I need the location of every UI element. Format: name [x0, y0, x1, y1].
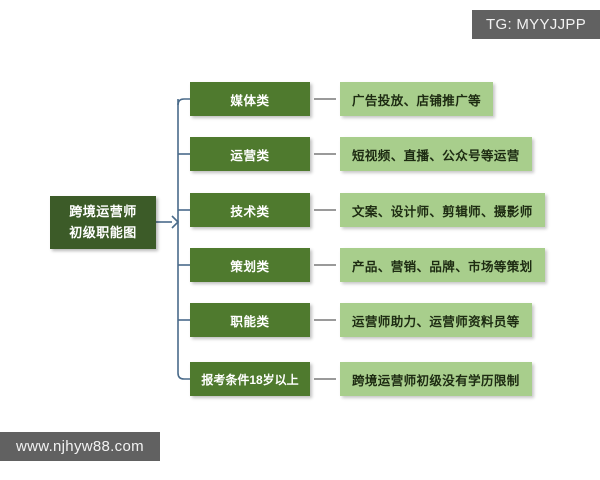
branch-row: 技术类 文案、设计师、剪辑师、摄影师 [190, 193, 545, 227]
description-box-planning[interactable]: 产品、营销、品牌、市场等策划 [340, 248, 545, 282]
root-node[interactable]: 跨境运营师 初级职能图 [50, 196, 156, 249]
dash-connector-icon [310, 303, 340, 337]
root-node-line-1: 跨境运营师 [69, 204, 137, 220]
description-box-operations[interactable]: 短视频、直播、公众号等运营 [340, 137, 532, 171]
dash-connector-icon [310, 193, 340, 227]
category-box-functional[interactable]: 职能类 [190, 303, 310, 337]
description-box-media[interactable]: 广告投放、店铺推广等 [340, 82, 494, 116]
branch-row: 策划类 产品、营销、品牌、市场等策划 [190, 248, 545, 282]
category-box-operations[interactable]: 运营类 [190, 137, 310, 171]
dash-connector-icon [310, 137, 340, 171]
category-box-eligibility[interactable]: 报考条件18岁以上 [190, 362, 310, 396]
category-box-planning[interactable]: 策划类 [190, 248, 310, 282]
branch-row: 职能类 运营师助力、运营师资料员等 [190, 303, 532, 337]
description-box-functional[interactable]: 运营师助力、运营师资料员等 [340, 303, 532, 337]
root-node-line-2: 初级职能图 [69, 224, 137, 240]
watermark-bottom-left: www.njhyw88.com [0, 432, 160, 461]
watermark-top-right: TG: MYYJJPP [472, 10, 600, 39]
branch-row: 报考条件18岁以上 跨境运营师初级没有学历限制 [190, 362, 532, 396]
dash-connector-icon [310, 82, 340, 116]
description-box-technical[interactable]: 文案、设计师、剪辑师、摄影师 [340, 193, 545, 227]
dash-connector-icon [310, 248, 340, 282]
dash-connector-icon [310, 362, 340, 396]
branch-row: 媒体类 广告投放、店铺推广等 [190, 82, 494, 116]
category-box-technical[interactable]: 技术类 [190, 193, 310, 227]
branch-row: 运营类 短视频、直播、公众号等运营 [190, 137, 532, 171]
description-box-eligibility[interactable]: 跨境运营师初级没有学历限制 [340, 362, 532, 396]
category-box-media[interactable]: 媒体类 [190, 82, 310, 116]
